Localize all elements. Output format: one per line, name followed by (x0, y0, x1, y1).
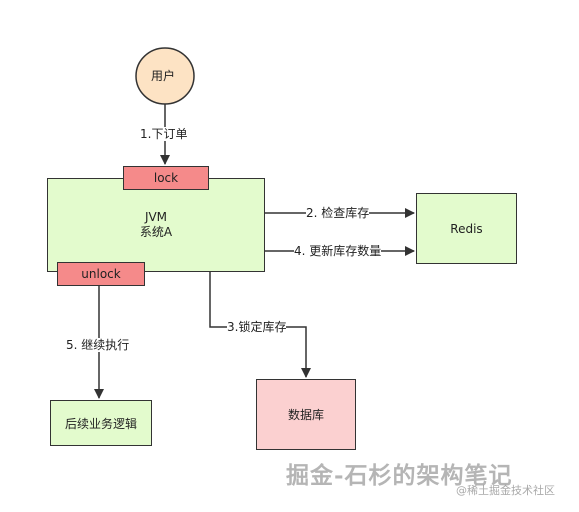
edge-label-lock-stock: 3.锁定库存 (227, 320, 287, 334)
system-a-node: JVM 系统A (47, 178, 265, 272)
continue-business-node: 后续业务逻辑 (50, 400, 152, 446)
lock-node: lock (123, 166, 209, 190)
edge-label-place-order: 1.下订单 (140, 127, 188, 141)
edge-label-update-stock: 4. 更新库存数量 (294, 244, 382, 258)
edge-label-check-stock: 2. 检查库存 (306, 206, 370, 220)
unlock-node: unlock (57, 262, 145, 286)
user-label: 用户 (151, 69, 176, 83)
watermark-main: 掘金-石杉的架构笔记 (286, 462, 513, 489)
edge-label-continue-execution: 5. 继续执行 (66, 338, 130, 352)
redis-node: Redis (416, 193, 517, 264)
watermark-sub: @稀土掘金技术社区 (456, 484, 555, 497)
system-a-line2: 系统A (139, 225, 173, 239)
database-node: 数据库 (256, 379, 356, 450)
system-a-line1: JVM (144, 210, 168, 224)
